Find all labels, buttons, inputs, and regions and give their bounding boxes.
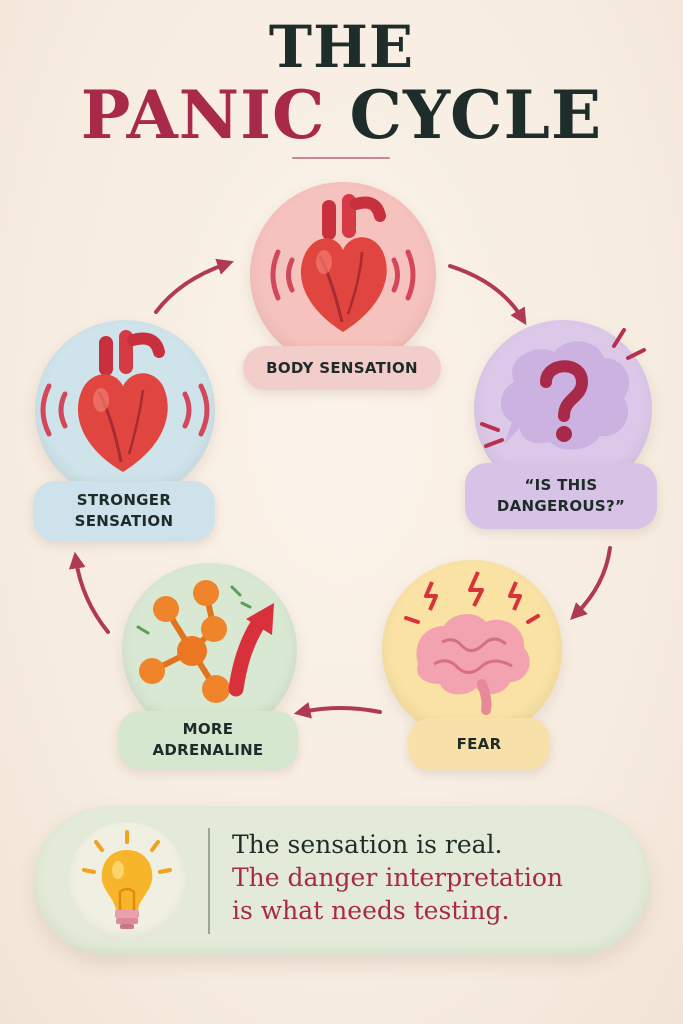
arrow-fear-to-adrenaline: [293, 702, 382, 719]
adrenaline-label: MORE ADRENALINE: [118, 711, 298, 769]
arrow-stronger-to-body: [154, 258, 234, 314]
body-sensation-label: BODY SENSATION: [243, 346, 441, 390]
question-bubble-icon: [480, 328, 646, 450]
fear-label: FEAR: [408, 718, 550, 770]
arrow-danger-to-fear: [570, 546, 612, 620]
body-sensation-disc: [250, 182, 436, 368]
title-accent-word: PANIC: [80, 76, 326, 154]
title-line-2: PANIC CYCLE: [0, 78, 683, 152]
fear-disc: [382, 560, 562, 740]
callout-text: The sensation is real. The danger interp…: [232, 828, 632, 927]
title-line-1: THE: [268, 13, 415, 81]
callout-line-2: The danger interpretation: [232, 863, 564, 892]
heart-icon: [40, 330, 210, 472]
arrow-adrenaline-to-stronger: [68, 551, 110, 634]
molecule-icon: [136, 580, 274, 703]
title-divider: [292, 157, 390, 159]
arrow-body-to-danger: [448, 264, 527, 326]
callout-line-3: is what needs testing.: [232, 896, 510, 925]
key-message-callout: The sensation is real. The danger interp…: [34, 806, 650, 956]
heart-icon: [270, 194, 416, 332]
callout-line-1: The sensation is real.: [232, 830, 503, 859]
lightbulb-icon: [82, 830, 172, 929]
stronger-sensation-label: STRONGER SENSATION: [33, 481, 215, 541]
lightbulb-disc: [68, 822, 186, 940]
brain-icon: [404, 571, 540, 715]
title-rest-word: CYCLE: [349, 76, 603, 154]
callout-divider: [208, 828, 210, 934]
stronger-sensation-disc: [35, 320, 215, 500]
adrenaline-disc: [122, 563, 297, 738]
danger-question-label: “IS THIS DANGEROUS?”: [465, 463, 657, 529]
